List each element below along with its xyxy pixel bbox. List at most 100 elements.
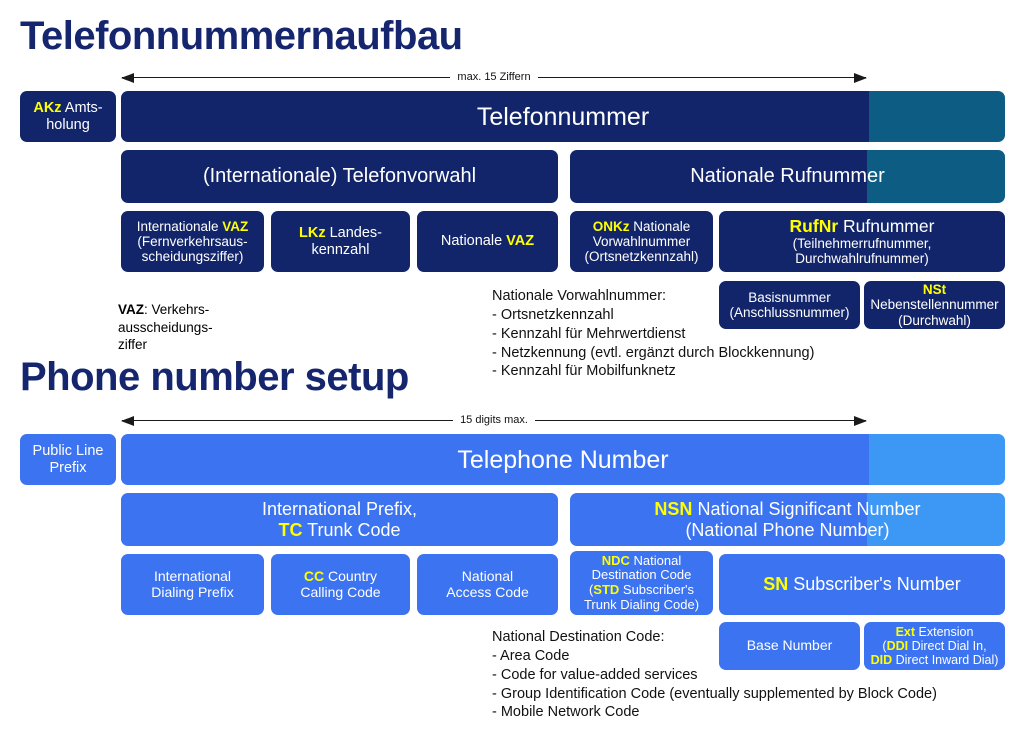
- german-prefix-text: AKz Amts- holung: [33, 100, 102, 132]
- english-level3-ndc: NDC National Destination Code (STD Subsc…: [570, 551, 713, 615]
- arrow-line-right-en: [534, 415, 868, 426]
- german-level2-vorwahl: (Internationale) Telefonvorwahl: [121, 150, 558, 203]
- german-prefix-rest: Amts- holung: [46, 100, 103, 133]
- en-l4-1-l2pre: (: [882, 639, 887, 653]
- en-l3-3-post: National: [629, 552, 682, 568]
- l3-2-pre: Nationale: [440, 233, 507, 250]
- english-prefix-label: Public Line Prefix: [32, 443, 104, 476]
- english-level4-ext: Ext Extension (DDI Direct Dial In, DID D…: [864, 622, 1005, 670]
- german-level2-vorwahl-label: (Internationale) Telefonvorwahl: [202, 165, 477, 188]
- en-l2-1-line2: (National Phone Number): [685, 519, 890, 540]
- english-level1-telephone-number: Telephone Number: [121, 434, 1005, 485]
- german-note-vaz: VAZ: Verkehrs- ausscheidungs- ziffer: [118, 284, 368, 353]
- arrow-line-left: [120, 72, 451, 83]
- german-level3-rufnr-text: RufNr Rufnummer (Teilnehmerrufnummer, Du…: [789, 215, 935, 267]
- english-level2-nsn-text: NSN National Significant Number (Nationa…: [654, 499, 920, 539]
- german-level4-basisnummer: Basisnummer (Anschlussnummer): [719, 281, 860, 329]
- en-l4-1-l2hl: DDI: [886, 639, 909, 653]
- german-level1-telefonnummer: Telefonnummer: [121, 91, 1005, 142]
- english-level1-label: Telephone Number: [457, 445, 669, 474]
- german-level3-nat-vaz-text: Nationale VAZ: [441, 233, 534, 249]
- english-level3-national-access-code: National Access Code: [417, 554, 558, 615]
- german-level3-intl-vaz: Internationale VAZ (Fernverkehrsaus- sch…: [121, 211, 264, 272]
- german-level3-lkz-text: LKz Landes- kennzahl: [299, 225, 382, 257]
- arrow-line-left-en: [120, 415, 454, 426]
- english-level2-nsn: NSN National Significant Number (Nationa…: [570, 493, 1005, 546]
- german-level2-rufnummer: Nationale Rufnummer: [570, 150, 1005, 203]
- english-level2-intl-text: International Prefix, TC Trunk Code: [262, 499, 417, 539]
- l3-2-hl: VAZ: [506, 233, 535, 250]
- l3-1-rest: kennzahl: [311, 241, 370, 258]
- english-title: Phone number setup: [20, 355, 409, 399]
- l3-3-rest: Vorwahlnummer (Ortsnetzkennzahl): [584, 233, 699, 265]
- l3-4-hl: RufNr: [789, 215, 839, 236]
- english-prefix-box: Public Line Prefix: [20, 434, 116, 485]
- arrow-line-right: [537, 72, 868, 83]
- en-l3-4-text: SN Subscriber's Number: [763, 574, 961, 594]
- english-note-ndc: National Destination Code: - Area Code -…: [492, 629, 937, 721]
- l3-3-hl: ONKz: [592, 218, 630, 234]
- en-l3-3-l3pre: (: [588, 582, 594, 597]
- german-prefix-box: AKz Amts- holung: [20, 91, 116, 142]
- german-scale-label: max. 15 Ziffern: [457, 71, 531, 83]
- english-level4-base-number: Base Number: [719, 622, 860, 670]
- en-l3-2-label: National Access Code: [446, 567, 529, 600]
- en-l4-1-l2post: Direct Dial In,: [908, 639, 987, 653]
- english-scale-label: 15 digits max.: [460, 414, 528, 426]
- l3-0-rest: (Fernverkehrsaus- scheidungsziffer): [137, 233, 248, 265]
- english-level3-cc: CC Country Calling Code: [271, 554, 410, 615]
- l3-0-pre: Internationale: [136, 218, 223, 234]
- german-level2-rufnummer-label: Nationale Rufnummer: [690, 165, 885, 188]
- german-note-vaz-abbr: VAZ: [118, 302, 144, 318]
- en-l3-3-line2: Destination Code: [591, 567, 692, 583]
- german-level4-nst: NSt Nebenstellennummer (Durchwahl): [864, 281, 1005, 329]
- en-l3-1-post: Country: [324, 567, 378, 584]
- german-level3-lkz: LKz Landes- kennzahl: [271, 211, 410, 272]
- en-l3-1-hl: CC: [303, 567, 325, 584]
- l3-4-rest: (Teilnehmerrufnummer, Durchwahlrufnummer…: [792, 236, 932, 267]
- en-l3-1-rest: Calling Code: [300, 583, 381, 600]
- en-l2-1-hl: NSN: [654, 499, 693, 520]
- en-l4-0-label: Base Number: [746, 637, 833, 654]
- en-l3-3-hl: NDC: [601, 552, 630, 568]
- en-l3-1-text: CC Country Calling Code: [300, 567, 381, 600]
- en-l3-0-label: International Dialing Prefix: [151, 567, 234, 600]
- l3-3-post: Nationale: [629, 218, 691, 234]
- english-level2-international-prefix: International Prefix, TC Trunk Code: [121, 493, 558, 546]
- en-l2-1-post: National Significant Number: [692, 499, 921, 520]
- german-title: Telefonnummernaufbau: [20, 14, 463, 58]
- en-l3-4-post: Subscriber's Number: [788, 574, 961, 595]
- l4-1-rest: Nebenstellennummer (Durchwahl): [870, 297, 999, 328]
- en-l4-1-l3post: Direct Inward Dial): [892, 653, 999, 667]
- en-l3-3-l3post: Subscriber's: [619, 582, 695, 597]
- english-scale-arrow: 15 digits max.: [120, 413, 868, 427]
- en-l2-0-line1: International Prefix,: [261, 499, 418, 520]
- en-l4-1-text: Ext Extension (DDI Direct Dial In, DID D…: [871, 625, 999, 667]
- en-l4-1-post: Extension: [915, 625, 974, 639]
- german-level3-rufnr: RufNr Rufnummer (Teilnehmerrufnummer, Du…: [719, 211, 1005, 272]
- l3-1-post: Landes-: [325, 225, 383, 242]
- german-level3-nat-vaz: Nationale VAZ: [417, 211, 558, 272]
- english-level3-sn: SN Subscriber's Number: [719, 554, 1005, 615]
- l4-1-hl: NSt: [922, 282, 947, 298]
- german-level4-basisnummer-label: Basisnummer (Anschlussnummer): [729, 289, 850, 320]
- en-l3-3-l3hl: STD: [593, 582, 620, 597]
- l3-0-hl: VAZ: [222, 218, 249, 234]
- german-level3-intl-vaz-text: Internationale VAZ (Fernverkehrsaus- sch…: [137, 219, 249, 264]
- german-level3-onkz-text: ONKz Nationale Vorwahlnummer (Ortsnetzke…: [584, 219, 698, 264]
- en-l4-1-l3hl: DID: [870, 653, 893, 667]
- en-l3-3-text: NDC National Destination Code (STD Subsc…: [584, 552, 699, 612]
- german-note-vaz-text: : Verkehrs- ausscheidungs- ziffer: [118, 302, 213, 352]
- german-note-vorwahlnummer: Nationale Vorwahlnummer: - Ortsnetzkennz…: [492, 288, 815, 380]
- german-level1-label: Telefonnummer: [476, 102, 650, 131]
- en-l4-1-hl: Ext: [895, 625, 916, 639]
- en-l3-4-hl: SN: [763, 574, 789, 595]
- german-scale-arrow: max. 15 Ziffern: [120, 70, 868, 84]
- english-level3-intl-dialing-prefix: International Dialing Prefix: [121, 554, 264, 615]
- german-level4-nst-text: NSt Nebenstellennummer (Durchwahl): [870, 282, 998, 327]
- en-l2-0-hl: TC: [278, 519, 303, 540]
- l3-4-post: Rufnummer: [838, 215, 935, 236]
- l3-1-hl: LKz: [298, 225, 326, 242]
- german-prefix-abbr: AKz: [33, 100, 62, 117]
